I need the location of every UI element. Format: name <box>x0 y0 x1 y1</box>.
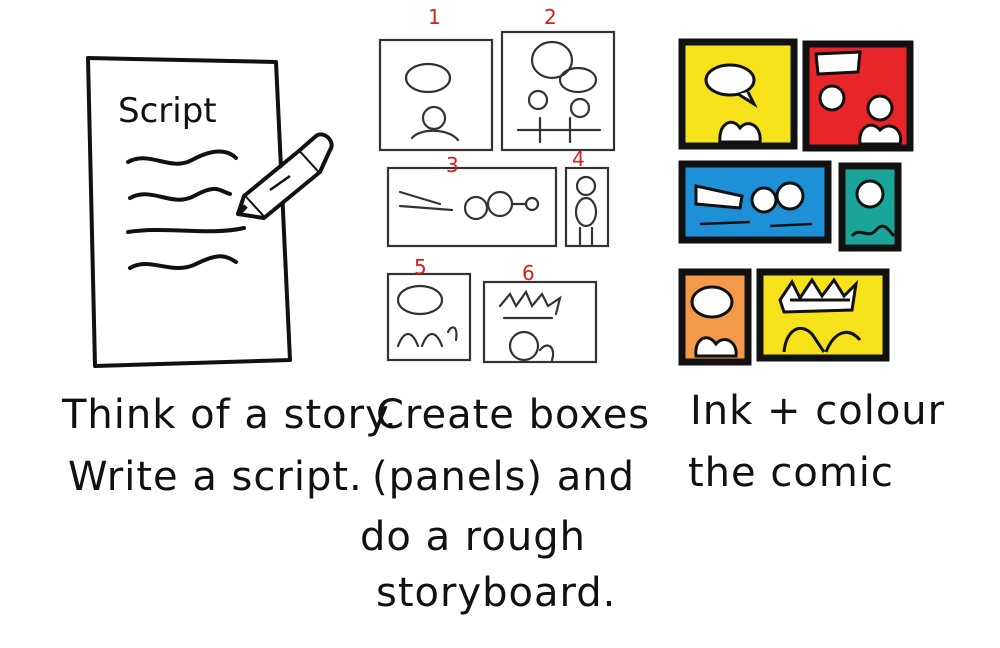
storyboard-panel-1 <box>378 38 494 152</box>
script-page-illustration: Script <box>86 56 292 368</box>
storyboard-panel-4 <box>564 166 610 248</box>
step-1-caption: Think of a story. Write a script. <box>61 392 398 500</box>
step-1-script: Script Think of a story. Write a script. <box>61 56 398 500</box>
step-2-caption-line-4: storyboard. <box>376 570 616 616</box>
storyboard-panel-2 <box>500 30 616 152</box>
storyboard-panel-numbers: 1 2 3 4 5 6 <box>414 5 585 285</box>
step-3-caption: Ink + colour the comic <box>688 388 945 496</box>
colour-panel-5 <box>678 268 752 366</box>
step-1-caption-line-2: Write a script. <box>68 454 363 500</box>
step-2-caption-line-2: (panels) and <box>372 454 635 500</box>
step-2-caption: Create boxes (panels) and do a rough sto… <box>360 392 650 616</box>
step-1-caption-line-1: Think of a story. <box>61 392 398 438</box>
colour-panel-2 <box>802 40 914 152</box>
storyboard-panel-5 <box>386 272 472 362</box>
colour-panel-1 <box>678 38 798 150</box>
pencil-icon <box>236 132 334 220</box>
step-3-caption-line-2: the comic <box>688 450 894 496</box>
panel-number-1: 1 <box>428 5 441 29</box>
panel-number-4: 4 <box>572 147 585 171</box>
colour-panel-4 <box>838 162 902 252</box>
script-title: Script <box>118 91 217 131</box>
storyboard-sketch <box>378 30 616 364</box>
step-3-caption-line-1: Ink + colour <box>690 388 945 434</box>
panel-number-5: 5 <box>414 255 427 279</box>
panel-number-3: 3 <box>446 153 459 177</box>
colour-panel-6 <box>756 268 890 362</box>
panel-number-2: 2 <box>544 5 557 29</box>
coloured-comic-illustration <box>678 38 914 366</box>
colour-panel-3 <box>678 160 832 244</box>
storyboard-panel-3 <box>386 166 558 248</box>
storyboard-panel-6 <box>482 280 598 364</box>
step-3-colour: Ink + colour the comic <box>678 38 945 496</box>
panel-number-6: 6 <box>522 261 535 285</box>
step-2-storyboard: 1 2 3 4 5 6 Create boxes (panels) and do… <box>360 5 650 616</box>
step-2-caption-line-1: Create boxes <box>376 392 650 438</box>
step-2-caption-line-3: do a rough <box>360 514 586 560</box>
